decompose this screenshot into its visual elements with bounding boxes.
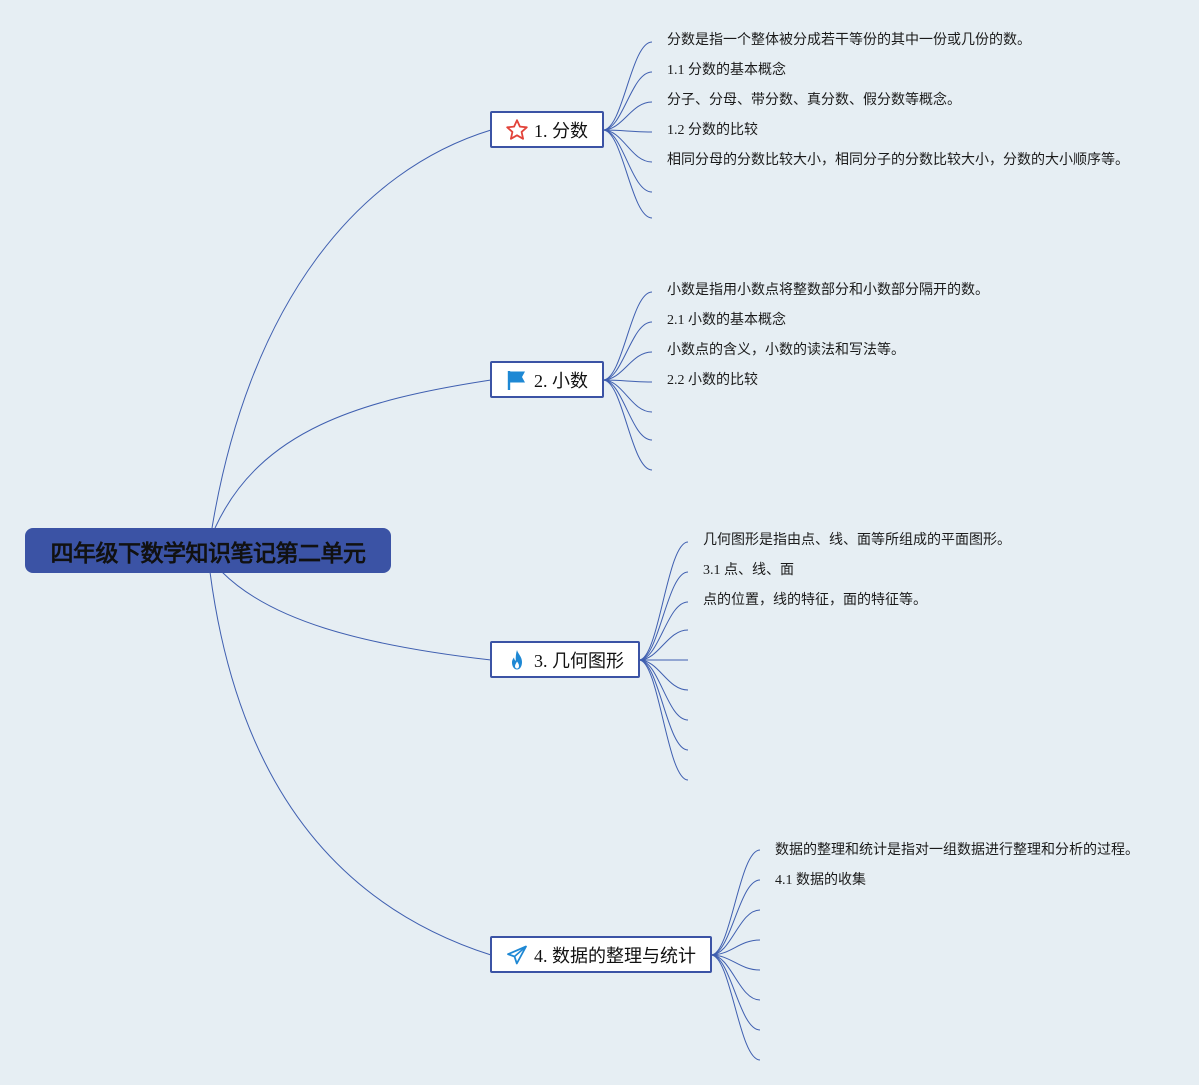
leaf-link xyxy=(602,129,653,163)
root-topic[interactable]: 四年级下数学知识笔记第二单元 xyxy=(25,528,391,573)
branch-label: 1. 分数 xyxy=(534,120,588,141)
branch-geometry[interactable]: 3. 几何图形 xyxy=(490,641,640,678)
leaf-text[interactable]: 分子、分母、带分数、真分数、假分数等概念。 xyxy=(667,93,961,108)
leaf-text[interactable]: 数据的整理和统计是指对一组数据进行整理和分析的过程。 xyxy=(775,843,1139,858)
branch-data-statistics[interactable]: 4. 数据的整理与统计 xyxy=(490,936,712,973)
leaf-subtopic[interactable]: 2.2 小数的比较 xyxy=(667,373,758,388)
leaf-link xyxy=(638,659,689,781)
root-link xyxy=(211,129,492,529)
connector-lines xyxy=(209,41,761,1061)
leaf-link xyxy=(638,601,689,661)
leaf-link xyxy=(602,379,653,383)
branch-fractions[interactable]: 1. 分数 xyxy=(490,111,604,148)
leaf-link xyxy=(602,101,653,131)
leaf-link xyxy=(602,71,653,131)
leaf-subtopic[interactable]: 1.2 分数的比较 xyxy=(667,123,758,138)
leaf-link xyxy=(710,879,761,956)
fire-icon xyxy=(505,648,529,672)
leaf-link xyxy=(602,351,653,381)
leaf-subtopic[interactable]: 3.1 点、线、面 xyxy=(703,563,794,578)
flag-icon xyxy=(505,368,529,392)
leaf-link xyxy=(602,379,653,471)
leaf-text[interactable]: 点的位置，线的特征，面的特征等。 xyxy=(703,593,927,608)
leaf-subtopic[interactable]: 4.1 数据的收集 xyxy=(775,873,866,888)
leaf-link xyxy=(602,129,653,193)
leaf-link xyxy=(638,571,689,661)
paper-plane-icon xyxy=(505,943,529,967)
leaf-link xyxy=(710,939,761,956)
leaf-link xyxy=(638,659,689,751)
leaf-link xyxy=(602,129,653,133)
leaf-link xyxy=(710,909,761,956)
leaf-link xyxy=(638,659,689,721)
branch-label: 3. 几何图形 xyxy=(534,650,624,671)
leaf-link xyxy=(602,129,653,219)
leaf-text[interactable]: 分数是指一个整体被分成若干等份的其中一份或几份的数。 xyxy=(667,33,1031,48)
leaf-link xyxy=(638,629,689,661)
leaf-link xyxy=(602,41,653,131)
leaf-text[interactable]: 小数是指用小数点将整数部分和小数部分隔开的数。 xyxy=(667,283,989,298)
leaf-link xyxy=(602,291,653,381)
leaf-subtopic[interactable]: 1.1 分数的基本概念 xyxy=(667,63,786,78)
leaf-link xyxy=(710,954,761,1061)
leaf-link xyxy=(710,849,761,956)
star-icon xyxy=(505,118,529,142)
root-link xyxy=(221,571,492,661)
leaf-text[interactable]: 几何图形是指由点、线、面等所组成的平面图形。 xyxy=(703,533,1011,548)
leaf-text[interactable]: 相同分母的分数比较大小，相同分子的分数比较大小，分数的大小顺序等。 xyxy=(667,153,1129,168)
leaf-link xyxy=(710,954,761,1031)
leaf-text[interactable]: 小数点的含义，小数的读法和写法等。 xyxy=(667,343,905,358)
leaf-link xyxy=(710,954,761,1001)
root-link xyxy=(214,379,492,529)
leaf-link xyxy=(602,321,653,381)
leaf-link xyxy=(638,659,689,691)
branch-label: 2. 小数 xyxy=(534,370,588,391)
leaf-subtopic[interactable]: 2.1 小数的基本概念 xyxy=(667,313,786,328)
root-link xyxy=(209,571,492,956)
branch-decimals[interactable]: 2. 小数 xyxy=(490,361,604,398)
leaf-link xyxy=(638,541,689,661)
leaf-link xyxy=(602,379,653,441)
branch-label: 4. 数据的整理与统计 xyxy=(534,945,696,966)
